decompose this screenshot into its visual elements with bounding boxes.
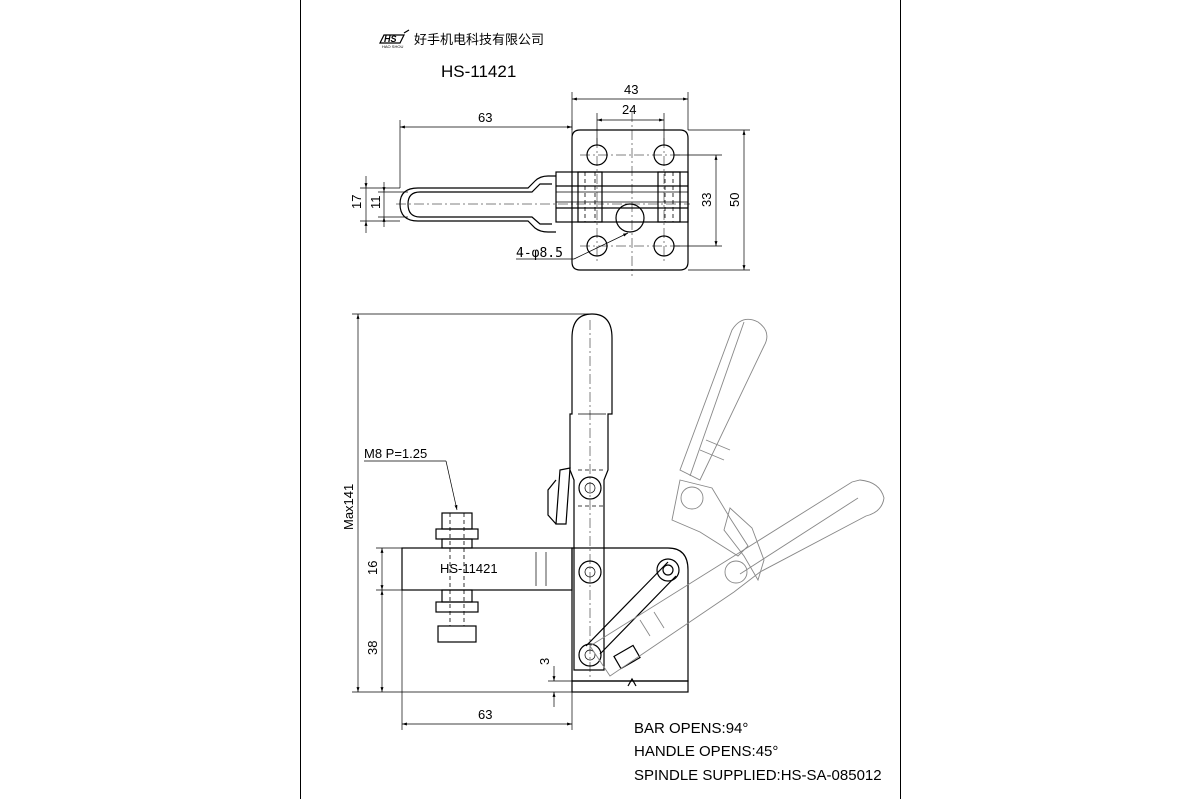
note-handle-opens: HANDLE OPENS:45° — [634, 743, 778, 760]
open-position-bar — [589, 479, 885, 677]
top-view-dimensions: 63 43 24 33 50 17 11 — [349, 82, 750, 271]
dim-overall-length: 63 — [478, 110, 492, 125]
dim-base-to-bar: 38 — [365, 641, 380, 655]
side-view: HS-11421 — [401, 313, 689, 693]
dim-max-height: Max141 — [341, 484, 356, 530]
spec-notes: BAR OPENS:94° HANDLE OPENS:45° SPINDLE S… — [634, 720, 882, 784]
dim-handle-outer: 17 — [349, 195, 364, 209]
dim-handle-inner: 11 — [368, 196, 383, 210]
dim-bar-height: 16 — [365, 561, 380, 575]
dim-small-gap: 3 — [537, 658, 552, 665]
thread-spec: M8 P=1.25 — [364, 446, 427, 461]
dim-bar-length: 63 — [478, 707, 492, 722]
bar-label: HS-11421 — [440, 561, 498, 576]
drawing-title: HS-11421 — [441, 62, 516, 81]
top-view — [396, 112, 690, 276]
dim-base-width-outer: 43 — [624, 82, 638, 97]
note-spindle-supplied: SPINDLE SUPPLIED:HS-SA-085012 — [634, 767, 882, 784]
side-view-dimensions: Max141 16 38 3 63 M8 P=1.25 — [341, 313, 590, 730]
company-name: 好手机电科技有限公司 — [414, 33, 544, 48]
hole-callout: 4-φ8.5 — [516, 246, 563, 261]
company-logo: HS HAO SHOU — [379, 29, 410, 49]
dim-base-height: 50 — [727, 193, 742, 207]
logo-subtext: HAO SHOU — [382, 44, 403, 49]
dim-base-width-inner: 24 — [622, 102, 636, 117]
note-bar-opens: BAR OPENS:94° — [634, 720, 748, 737]
dim-hole-spacing: 33 — [699, 193, 714, 207]
logo-mark: HS — [384, 34, 397, 44]
open-position-handle — [671, 318, 768, 582]
